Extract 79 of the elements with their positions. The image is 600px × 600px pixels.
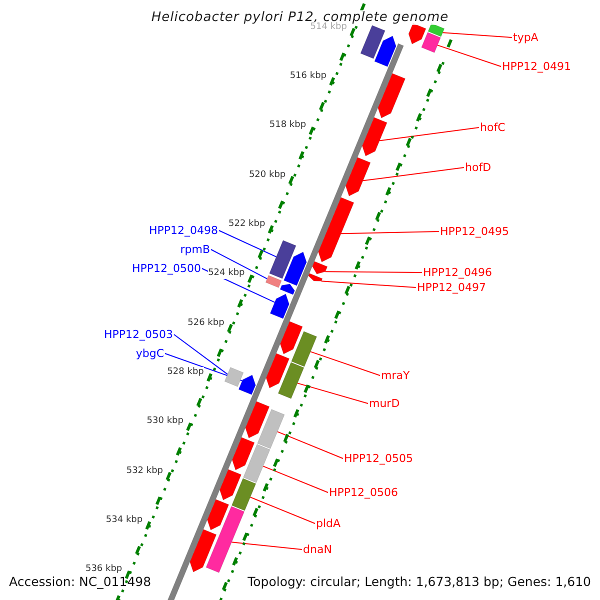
gene-feature	[280, 284, 295, 295]
leader-line	[310, 351, 380, 376]
leader-line	[231, 542, 302, 550]
leader-line	[320, 280, 416, 288]
scale-label: 530 kbp	[146, 416, 184, 428]
gene-feature	[318, 197, 354, 262]
gene-label: hofD	[465, 161, 492, 174]
leader-line	[442, 32, 512, 38]
leader-line	[437, 44, 502, 67]
gene-feature	[312, 261, 328, 274]
gene-block	[206, 506, 245, 573]
scale-label: 514 kbp	[310, 22, 347, 33]
gene-feature	[232, 437, 255, 470]
scale-label: 534 kbp	[106, 515, 143, 526]
gene-feature	[219, 469, 242, 500]
gene-label: hofC	[480, 121, 506, 134]
gene-feature	[238, 374, 256, 395]
leader-line	[324, 271, 422, 273]
scale-label: 526 kbp	[188, 318, 224, 329]
gene-block	[421, 32, 441, 53]
leader-line	[262, 466, 328, 493]
gene-feature	[362, 117, 388, 156]
gene-block	[360, 25, 386, 59]
gene-label: HPP12_0495	[440, 225, 510, 238]
leader-line	[379, 127, 480, 142]
gene-label: HPP12_0506	[329, 486, 398, 499]
genome-stats-text: Topology: circular; Length: 1,673,813 bp; Genes: 1,610	[248, 574, 591, 589]
gene-feature	[374, 36, 396, 67]
gene-label: typA	[513, 31, 538, 44]
gene-block	[243, 444, 270, 483]
scale-label: 524 kbp	[208, 268, 245, 280]
scale-label: 518 kbp	[269, 120, 306, 132]
gene-block	[269, 240, 296, 279]
gene-block	[428, 23, 445, 37]
gene-label: ybgC	[136, 347, 164, 360]
gene-feature	[308, 273, 323, 282]
gene-feature	[207, 499, 230, 530]
gene-label: HPP12_0491	[502, 60, 572, 73]
gene-label: dnaN	[303, 543, 332, 556]
gene-label: mraY	[381, 369, 410, 382]
gene-feature	[245, 401, 270, 438]
accession-text: Accession: NC_011498	[9, 574, 152, 589]
leader-line	[276, 431, 344, 459]
gene-label: rpmB	[180, 243, 210, 256]
gene-feature	[345, 157, 371, 196]
scale-label: 536 kbp	[85, 564, 122, 576]
gene-label: HPP12_0497	[417, 281, 486, 294]
gene-label: HPP12_0505	[344, 452, 414, 465]
leader-line	[250, 496, 316, 524]
gene-label: HPP12_0496	[423, 266, 492, 279]
gene-block	[265, 275, 282, 288]
leader-line	[174, 334, 228, 375]
scale-label: 522 kbp	[228, 219, 266, 230]
leader-line	[164, 353, 243, 382]
gene-label: HPP12_0500	[132, 262, 201, 275]
gene-feature	[378, 73, 406, 118]
gene-feature	[266, 353, 290, 388]
gene-label: murD	[369, 397, 400, 410]
gene-label: HPP12_0503	[104, 328, 173, 341]
leader-line	[297, 382, 368, 404]
gene-block	[232, 478, 256, 511]
scale-label: 532 kbp	[126, 466, 164, 477]
gene-feature	[284, 252, 307, 286]
leader-line	[362, 167, 464, 182]
scale-label: 520 kbp	[248, 170, 286, 181]
leader-line	[340, 231, 440, 234]
gene-block	[257, 409, 285, 449]
leader-line	[218, 230, 277, 258]
gene-block	[291, 331, 318, 367]
gene-label: pldA	[316, 517, 341, 530]
gene-feature	[190, 529, 217, 572]
gene-feature	[408, 23, 426, 44]
gene-block	[278, 362, 304, 399]
gene-feature	[280, 321, 303, 354]
leader-line	[210, 249, 268, 280]
scale-label: 528 kbp	[167, 367, 204, 378]
scale-label: 516 kbp	[290, 71, 327, 82]
gene-label: HPP12_0498	[148, 224, 218, 237]
gene-block	[224, 367, 244, 387]
